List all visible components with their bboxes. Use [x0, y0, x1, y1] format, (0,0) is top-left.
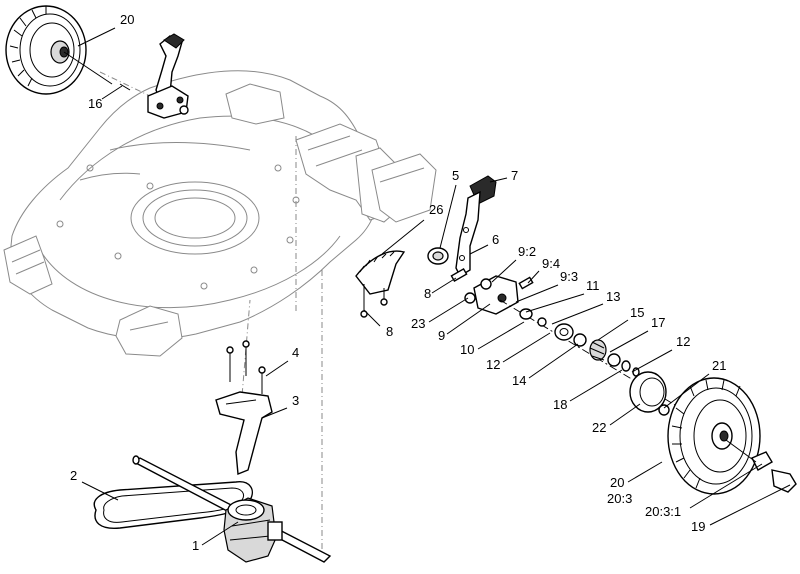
callout-leader-line [525, 293, 585, 313]
callout-leader-line [439, 184, 457, 249]
callout-label: 15 [630, 305, 644, 320]
callout-leader-line [201, 521, 239, 546]
callout-label: 11 [586, 278, 600, 293]
callout-leader-line [528, 343, 579, 379]
callout-leader-line [489, 177, 508, 183]
callout-label: 3 [292, 393, 299, 408]
callout-leader-line [609, 403, 641, 426]
callout-leader-line [689, 463, 763, 509]
callout-leader-line [663, 373, 710, 409]
callout-label: 20:3:1 [645, 504, 681, 519]
callout-leader-line [631, 349, 673, 373]
front-height-adjuster [427, 175, 534, 315]
callout-label: 9:3 [560, 269, 578, 284]
axle-stack [499, 299, 701, 421]
callout-leader-line [515, 284, 559, 303]
sector-plate [355, 250, 406, 318]
callout-leader-line [627, 461, 663, 483]
callout-label: 7 [511, 168, 518, 183]
callout-label: 9:4 [542, 256, 560, 271]
callout-label: 10 [460, 342, 474, 357]
callout-label: 9 [438, 328, 445, 343]
callout-leader-line [77, 27, 116, 47]
callout-label: 6 [492, 232, 499, 247]
callout-label: 20 [120, 12, 134, 27]
callout-leader-line [502, 332, 551, 363]
callout-label: 23 [411, 316, 425, 331]
callout-leader-line [469, 244, 489, 255]
callout-leader-line [428, 297, 469, 323]
callout-leader-line [81, 481, 119, 501]
callout-label: 18 [553, 397, 567, 412]
callout-label: 5 [452, 168, 459, 183]
callout-leader-line [597, 319, 629, 341]
callout-label: 20:3 [607, 491, 632, 506]
rear-height-adjuster [119, 33, 189, 119]
rear-wheel-left [5, 5, 113, 95]
callout-leader-line [381, 219, 425, 255]
callout-label: 22 [592, 420, 606, 435]
callout-leader-line [261, 407, 288, 419]
callout-label: 26 [429, 202, 443, 217]
wheel-hub [629, 371, 670, 416]
callout-leader-line [569, 369, 623, 402]
callout-label: 12 [676, 334, 690, 349]
callout-label: 8 [386, 324, 393, 339]
callout-label: 21 [712, 358, 726, 373]
callout-leader-line [363, 309, 381, 327]
mower-deck-outline [3, 70, 437, 560]
callout-label: 14 [512, 373, 526, 388]
callout-leader-line [265, 360, 289, 377]
callout-leader-line [101, 85, 123, 100]
callout-label: 4 [292, 345, 299, 360]
callout-label: 13 [606, 289, 620, 304]
transmission-bracket [215, 340, 273, 475]
callout-label: 2 [70, 468, 77, 483]
callout-leader-line [446, 303, 491, 335]
callout-leader-line [709, 484, 791, 526]
transmission [223, 497, 283, 563]
callout-leader-line [551, 303, 604, 325]
callout-leader-line [609, 330, 649, 353]
callout-label: 1 [192, 538, 199, 553]
callout-label: 20 [610, 475, 624, 490]
callout-label: 9:2 [518, 244, 536, 259]
callout-label: 17 [651, 315, 665, 330]
front-wheel-right [667, 377, 797, 495]
callout-label: 12 [486, 357, 500, 372]
callout-label: 19 [691, 519, 705, 534]
callout-leader-line [477, 321, 525, 350]
callout-label: 16 [88, 96, 102, 111]
callout-leader-line [491, 259, 517, 283]
callout-label: 8 [424, 286, 431, 301]
callout-leader-line [527, 270, 540, 284]
callout-leader-line [431, 277, 457, 294]
